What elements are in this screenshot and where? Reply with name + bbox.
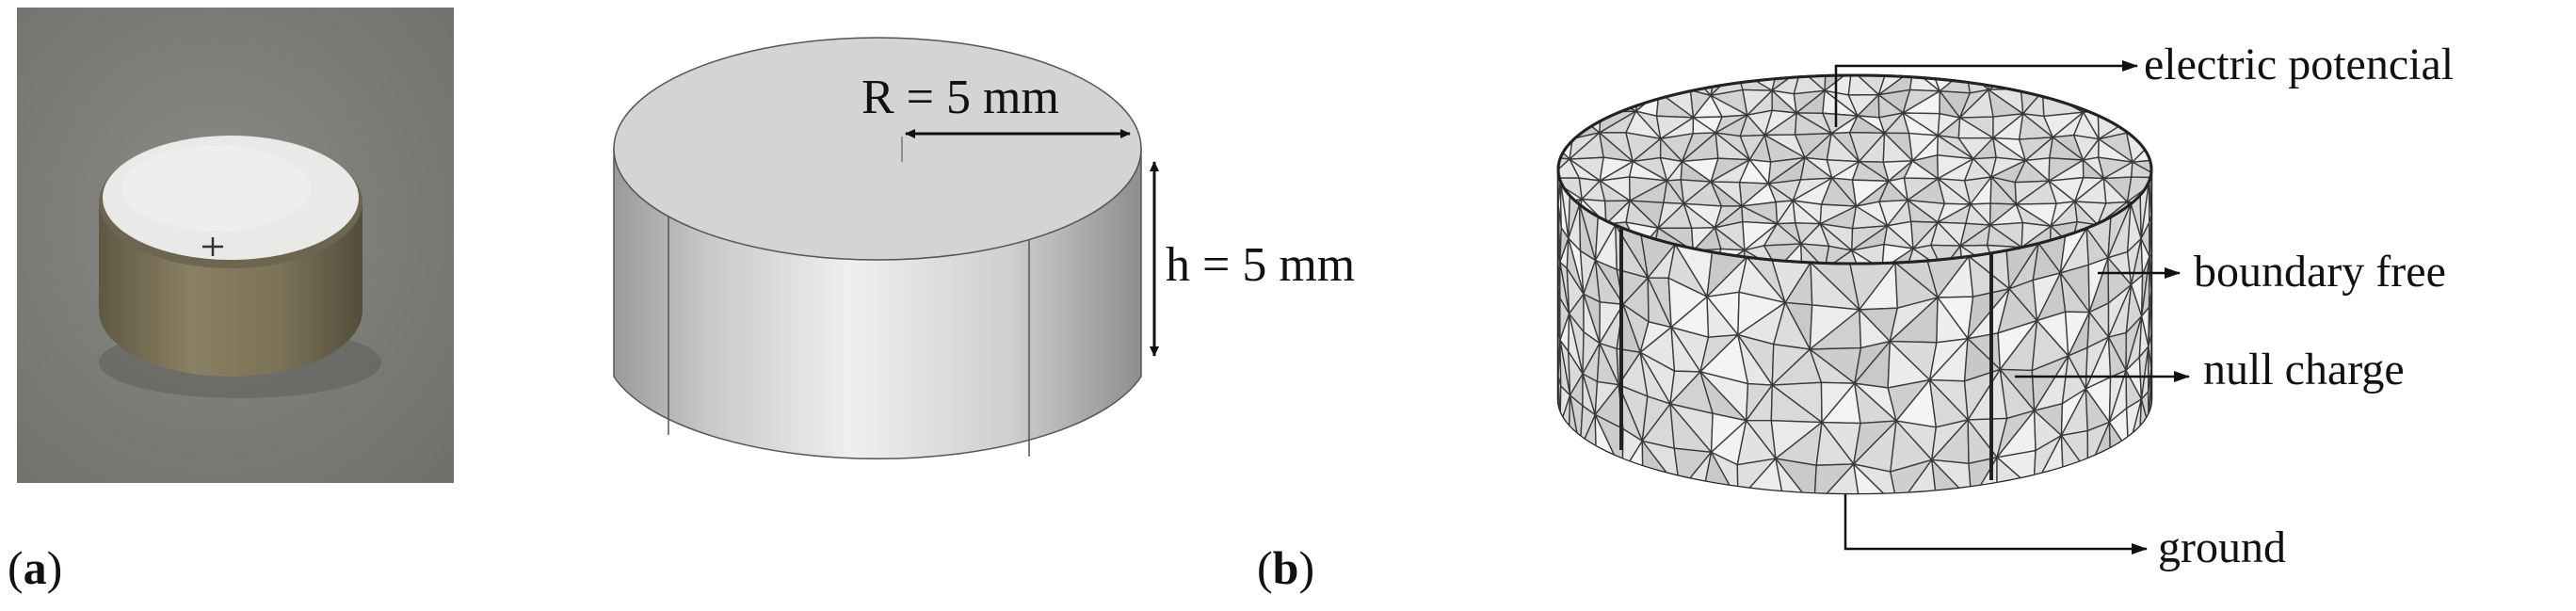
label-electric-potential: electric potencial	[2144, 40, 2454, 89]
mesh-element	[2133, 114, 2151, 136]
mesh-element	[1597, 75, 1629, 94]
mesh-element	[1655, 75, 1689, 94]
mesh-element	[2022, 75, 2046, 93]
mesh-element	[2134, 89, 2151, 117]
callout-ground: ground	[1843, 494, 2286, 572]
mesh-element	[1596, 75, 1641, 92]
mesh-element	[1558, 112, 1578, 141]
mesh-element	[1656, 75, 1692, 93]
mesh-element	[2081, 89, 2113, 114]
mesh-element	[1558, 87, 1585, 115]
mesh-element	[1852, 461, 1900, 493]
callout-boundary-free: boundary free	[2098, 247, 2446, 297]
meshed-model	[1556, 73, 2153, 495]
mesh-element	[2077, 75, 2115, 94]
mesh-element	[2041, 75, 2081, 93]
mesh-element	[2040, 75, 2082, 94]
panel-label-b: (b)	[1257, 541, 1314, 594]
cross-mark-icon	[202, 237, 223, 256]
mesh-element	[2020, 75, 2045, 92]
callout-electric-potential: electric potencial	[1834, 40, 2454, 127]
mesh-element	[1558, 75, 1585, 97]
mesh-element	[2103, 75, 2130, 92]
label-boundary-free: boundary free	[2194, 247, 2446, 297]
mesh-element	[1625, 75, 1660, 93]
height-dimension: h = 5 mm	[1150, 161, 1355, 357]
mesh-element	[2075, 75, 2114, 92]
radius-label: R = 5 mm	[861, 71, 1059, 124]
radius-dimension: R = 5 mm	[861, 71, 1131, 162]
mesh-element	[2131, 90, 2151, 118]
mesh-element	[1573, 89, 1602, 115]
model-top-face	[613, 37, 1142, 261]
geometry-model	[613, 37, 1142, 460]
mesh-element	[1930, 458, 1973, 493]
mesh-element	[2125, 114, 2151, 135]
mesh-element	[1558, 75, 1579, 90]
mesh-element	[1575, 75, 1601, 97]
sample-photo	[17, 8, 454, 483]
panel-label-a: (a)	[8, 541, 62, 594]
callout-null-charge: null charge	[2015, 345, 2405, 394]
mesh-element	[2110, 89, 2137, 118]
mesh-element	[1775, 458, 1816, 493]
height-label: h = 5 mm	[1166, 238, 1355, 292]
mesh-element	[1624, 75, 1660, 94]
label-ground: ground	[2158, 523, 2286, 572]
mesh-element	[1558, 87, 1578, 118]
mesh-element	[1574, 75, 1607, 93]
label-null-charge: null charge	[2203, 345, 2405, 394]
mesh-element	[1575, 89, 1602, 115]
mesh-element	[1558, 111, 1577, 140]
mesh-element	[1906, 247, 1945, 264]
mesh-element	[1850, 249, 1885, 264]
mesh-element	[2097, 89, 2138, 117]
mesh-element	[2110, 75, 2133, 93]
